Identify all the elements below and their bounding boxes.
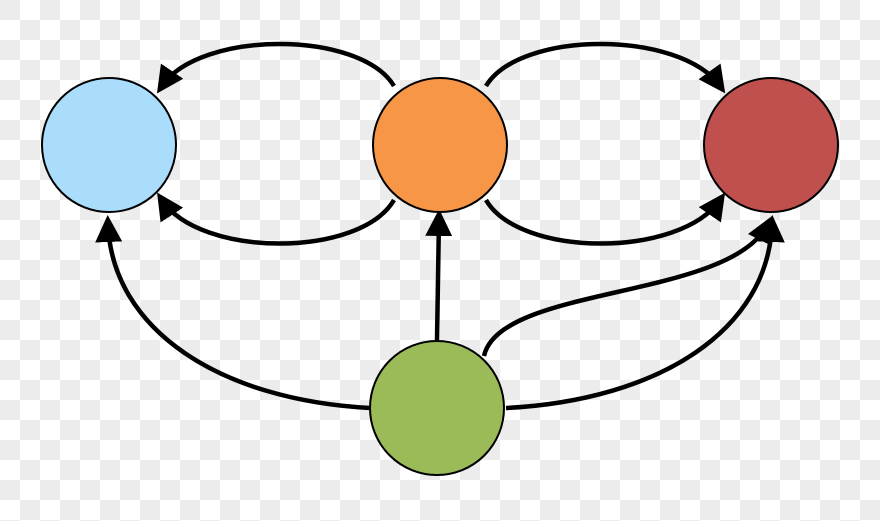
edge-green-blue	[95, 215, 371, 411]
edge-orange-red-top	[484, 41, 726, 94]
edge-green-red	[505, 215, 785, 411]
node-green	[369, 340, 505, 476]
edge-green-orange	[425, 209, 453, 341]
edge-orange-blue-bottom	[157, 192, 396, 246]
edge-orange-blue-top	[156, 41, 396, 94]
edge-green-red-inner	[481, 215, 773, 357]
node-blue	[41, 77, 177, 213]
node-red	[703, 77, 839, 213]
edge-orange-red-bottom	[484, 192, 726, 246]
node-orange	[372, 77, 508, 213]
